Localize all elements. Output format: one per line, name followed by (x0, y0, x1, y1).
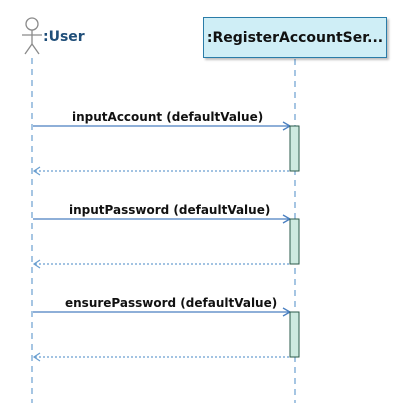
activation-bar-1 (289, 125, 300, 172)
service-lifeline-header: :RegisterAccountSer... (203, 17, 387, 58)
user-actor-icon (22, 17, 42, 55)
return-arrowhead-2 (32, 259, 41, 269)
return-arrowhead-1 (32, 166, 41, 176)
message-label-1: inputAccount (defaultValue) (72, 110, 264, 124)
user-actor-label: :User (43, 29, 85, 45)
return-arrowhead-3 (32, 352, 41, 362)
activation-bar-2 (289, 218, 300, 265)
message-label-2: inputPassword (defaultValue) (69, 203, 271, 217)
service-label: :RegisterAccountSer... (206, 29, 384, 46)
activation-bar-3 (289, 311, 300, 358)
message-label-3: ensurePassword (defaultValue) (65, 296, 278, 310)
